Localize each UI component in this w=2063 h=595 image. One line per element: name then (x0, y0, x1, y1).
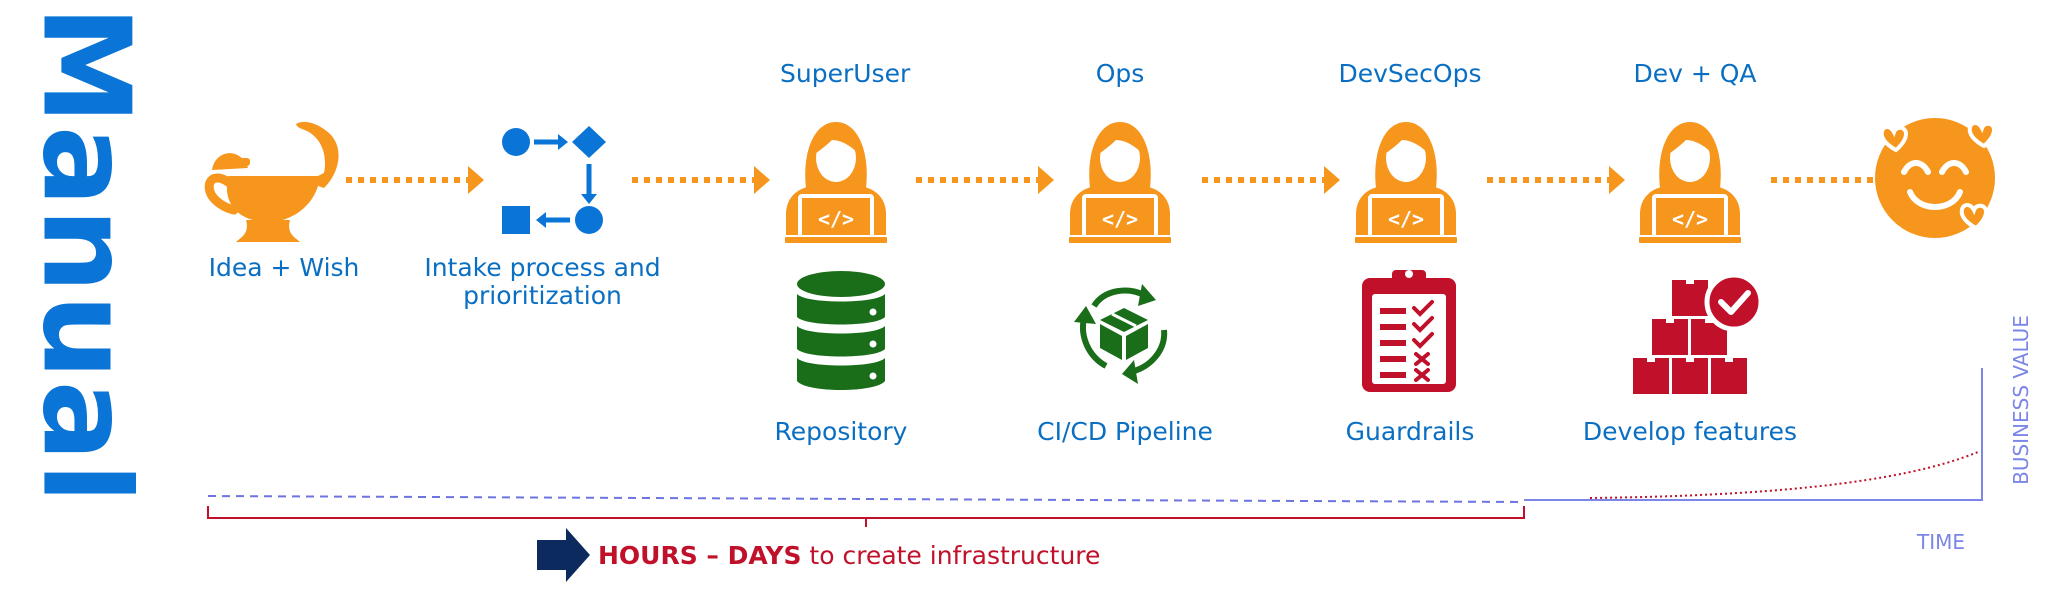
cicd-cycle-icon (1074, 284, 1168, 384)
x-axis-label: TIME (1917, 530, 1966, 554)
arrow-5 (1487, 166, 1625, 194)
intake-label-line1: Intake process and (424, 253, 661, 282)
idea-wish-label: Idea + Wish (208, 253, 360, 282)
duration-caption: HOURS – DAYS to create infrastructure (598, 541, 1100, 570)
duration-bracket (207, 506, 1525, 527)
boxes-check-icon (1633, 272, 1764, 394)
ops-person-icon (1066, 120, 1174, 246)
value-axes (1524, 368, 1983, 501)
process-flow-icon (502, 126, 606, 234)
arrow-1 (346, 166, 484, 194)
magic-lamp-icon (204, 121, 339, 242)
superuser-person-icon (782, 120, 890, 246)
timeline-dashed (207, 495, 1525, 503)
role-ops-label: Ops (1095, 59, 1145, 88)
duration-rest: to create infrastructure (801, 541, 1101, 570)
role-devsecops-label: DevSecOps (1338, 59, 1482, 88)
arrow-2 (632, 166, 770, 194)
happy-face-icon (1875, 118, 1997, 238)
y-axis-label: BUSINESS VALUE (2009, 315, 2033, 485)
role-devqa-label: Dev + QA (1633, 59, 1757, 88)
arrow-4 (1202, 166, 1340, 194)
devsecops-person-icon (1352, 120, 1460, 246)
y-axis-label-container: BUSINESS VALUE (2006, 300, 2036, 500)
value-curve (1589, 451, 1979, 499)
devqa-person-icon (1636, 120, 1744, 246)
repository-label: Repository (774, 417, 908, 446)
database-icon (797, 271, 885, 390)
role-superuser-label: SuperUser (780, 59, 911, 88)
develop-features-label: Develop features (1582, 417, 1798, 446)
navy-arrow-icon (537, 528, 590, 582)
duration-highlight: HOURS – DAYS (598, 541, 802, 570)
guardrails-label: Guardrails (1345, 417, 1475, 446)
intake-label-line2: prioritization (463, 281, 622, 310)
cicd-pipeline-label: CI/CD Pipeline (1037, 417, 1213, 446)
arrow-3 (916, 166, 1054, 194)
checklist-clipboard-icon (1362, 270, 1456, 392)
